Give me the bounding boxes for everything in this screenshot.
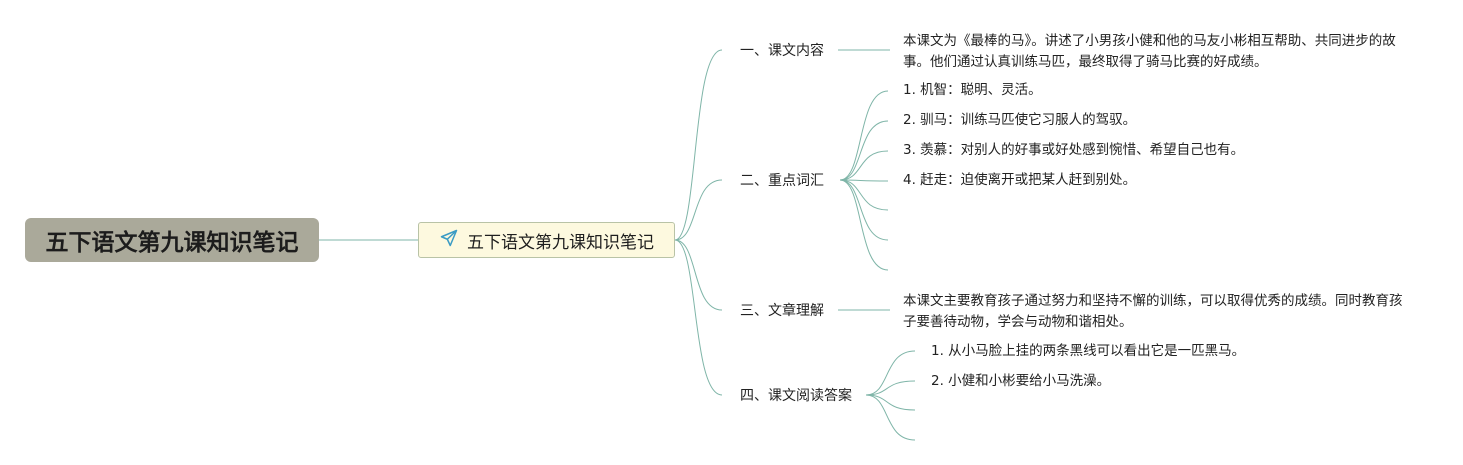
- branch-label: 二、重点词汇: [740, 173, 824, 189]
- branch-4-leaf-line-2: [865, 380, 916, 396]
- branch-course-content[interactable]: 一、课文内容: [740, 42, 824, 60]
- branch-label: 三、文章理解: [740, 303, 824, 319]
- center-to-branch-line-2: [674, 179, 723, 241]
- branch-4-leaf-line-1: [865, 350, 916, 396]
- leaf-vocab-2[interactable]: 2. 驯马：训练马匹使它习服人的驾驭。: [903, 110, 1136, 131]
- leaf-text: 3. 羡慕：对别人的好事或好处感到惋惜、希望自己也有。: [903, 142, 1245, 158]
- branch-4-leaf-line-3: [865, 394, 916, 411]
- root-topic-label: 五下语文第九课知识笔记: [45, 230, 299, 256]
- branch-2-leaf-line-7: [839, 179, 889, 271]
- branch-reading-answers[interactable]: 四、课文阅读答案: [740, 387, 852, 405]
- branch-2-leaf-line-5: [839, 179, 889, 211]
- leaf-answer-1[interactable]: 1. 从小马脸上挂的两条黑线可以看出它是一匹黑马。: [931, 341, 1245, 362]
- leaf-vocab-3[interactable]: 3. 羡慕：对别人的好事或好处感到惋惜、希望自己也有。: [903, 140, 1244, 161]
- leaf-vocab-4[interactable]: 4. 赶走：迫使离开或把某人赶到别处。: [903, 170, 1136, 191]
- leaf-text: 2. 驯马：训练马匹使它习服人的驾驭。: [903, 112, 1137, 128]
- central-topic[interactable]: 五下语文第九课知识笔记: [418, 222, 675, 258]
- branch-2-leaf-line-2: [839, 120, 889, 181]
- leaf-vocab-1[interactable]: 1. 机智：聪明、灵活。: [903, 80, 1042, 101]
- leaf-text: 本课文主要教育孩子通过努力和坚持不懈的训练，可以取得优秀的成绩。同时教育孩子要善…: [903, 293, 1403, 330]
- leaf-text: 2. 小健和小彬要给小马洗澡。: [931, 373, 1111, 389]
- branch-2-leaf-line-6: [839, 179, 889, 241]
- leaf-course-content-summary[interactable]: 本课文为《最棒的马》。讲述了小男孩小健和他的马友小彬相互帮助、共同进步的故事。他…: [903, 31, 1403, 73]
- branch-text-understanding[interactable]: 三、文章理解: [740, 302, 824, 320]
- branch-4-leaf-line-4: [865, 394, 916, 441]
- branch-label: 一、课文内容: [740, 43, 824, 59]
- leaf-text: 1. 机智：聪明、灵活。: [903, 82, 1042, 98]
- branch-label: 四、课文阅读答案: [740, 388, 852, 404]
- branch-key-vocabulary[interactable]: 二、重点词汇: [740, 172, 824, 190]
- central-topic-label: 五下语文第九课知识笔记: [467, 232, 654, 253]
- leaf-text: 4. 赶走：迫使离开或把某人赶到别处。: [903, 172, 1137, 188]
- leaf-text: 1. 从小马脸上挂的两条黑线可以看出它是一匹黑马。: [931, 343, 1246, 359]
- root-topic[interactable]: 五下语文第九课知识笔记: [25, 218, 319, 262]
- branch-2-leaf-line-1: [839, 90, 889, 181]
- leaf-understanding-summary[interactable]: 本课文主要教育孩子通过努力和坚持不懈的训练，可以取得优秀的成绩。同时教育孩子要善…: [903, 291, 1403, 333]
- center-to-branch-line-3: [674, 239, 723, 311]
- center-to-branch-line-1: [674, 49, 723, 241]
- leaf-answer-2[interactable]: 2. 小健和小彬要给小马洗澡。: [931, 371, 1110, 392]
- paper-plane-icon: [439, 228, 459, 253]
- leaf-text: 本课文为《最棒的马》。讲述了小男孩小健和他的马友小彬相互帮助、共同进步的故事。他…: [903, 33, 1396, 70]
- branch-2-leaf-line-4: [839, 179, 889, 182]
- branch-2-leaf-line-3: [839, 150, 889, 181]
- center-to-branch-line-4: [674, 239, 723, 396]
